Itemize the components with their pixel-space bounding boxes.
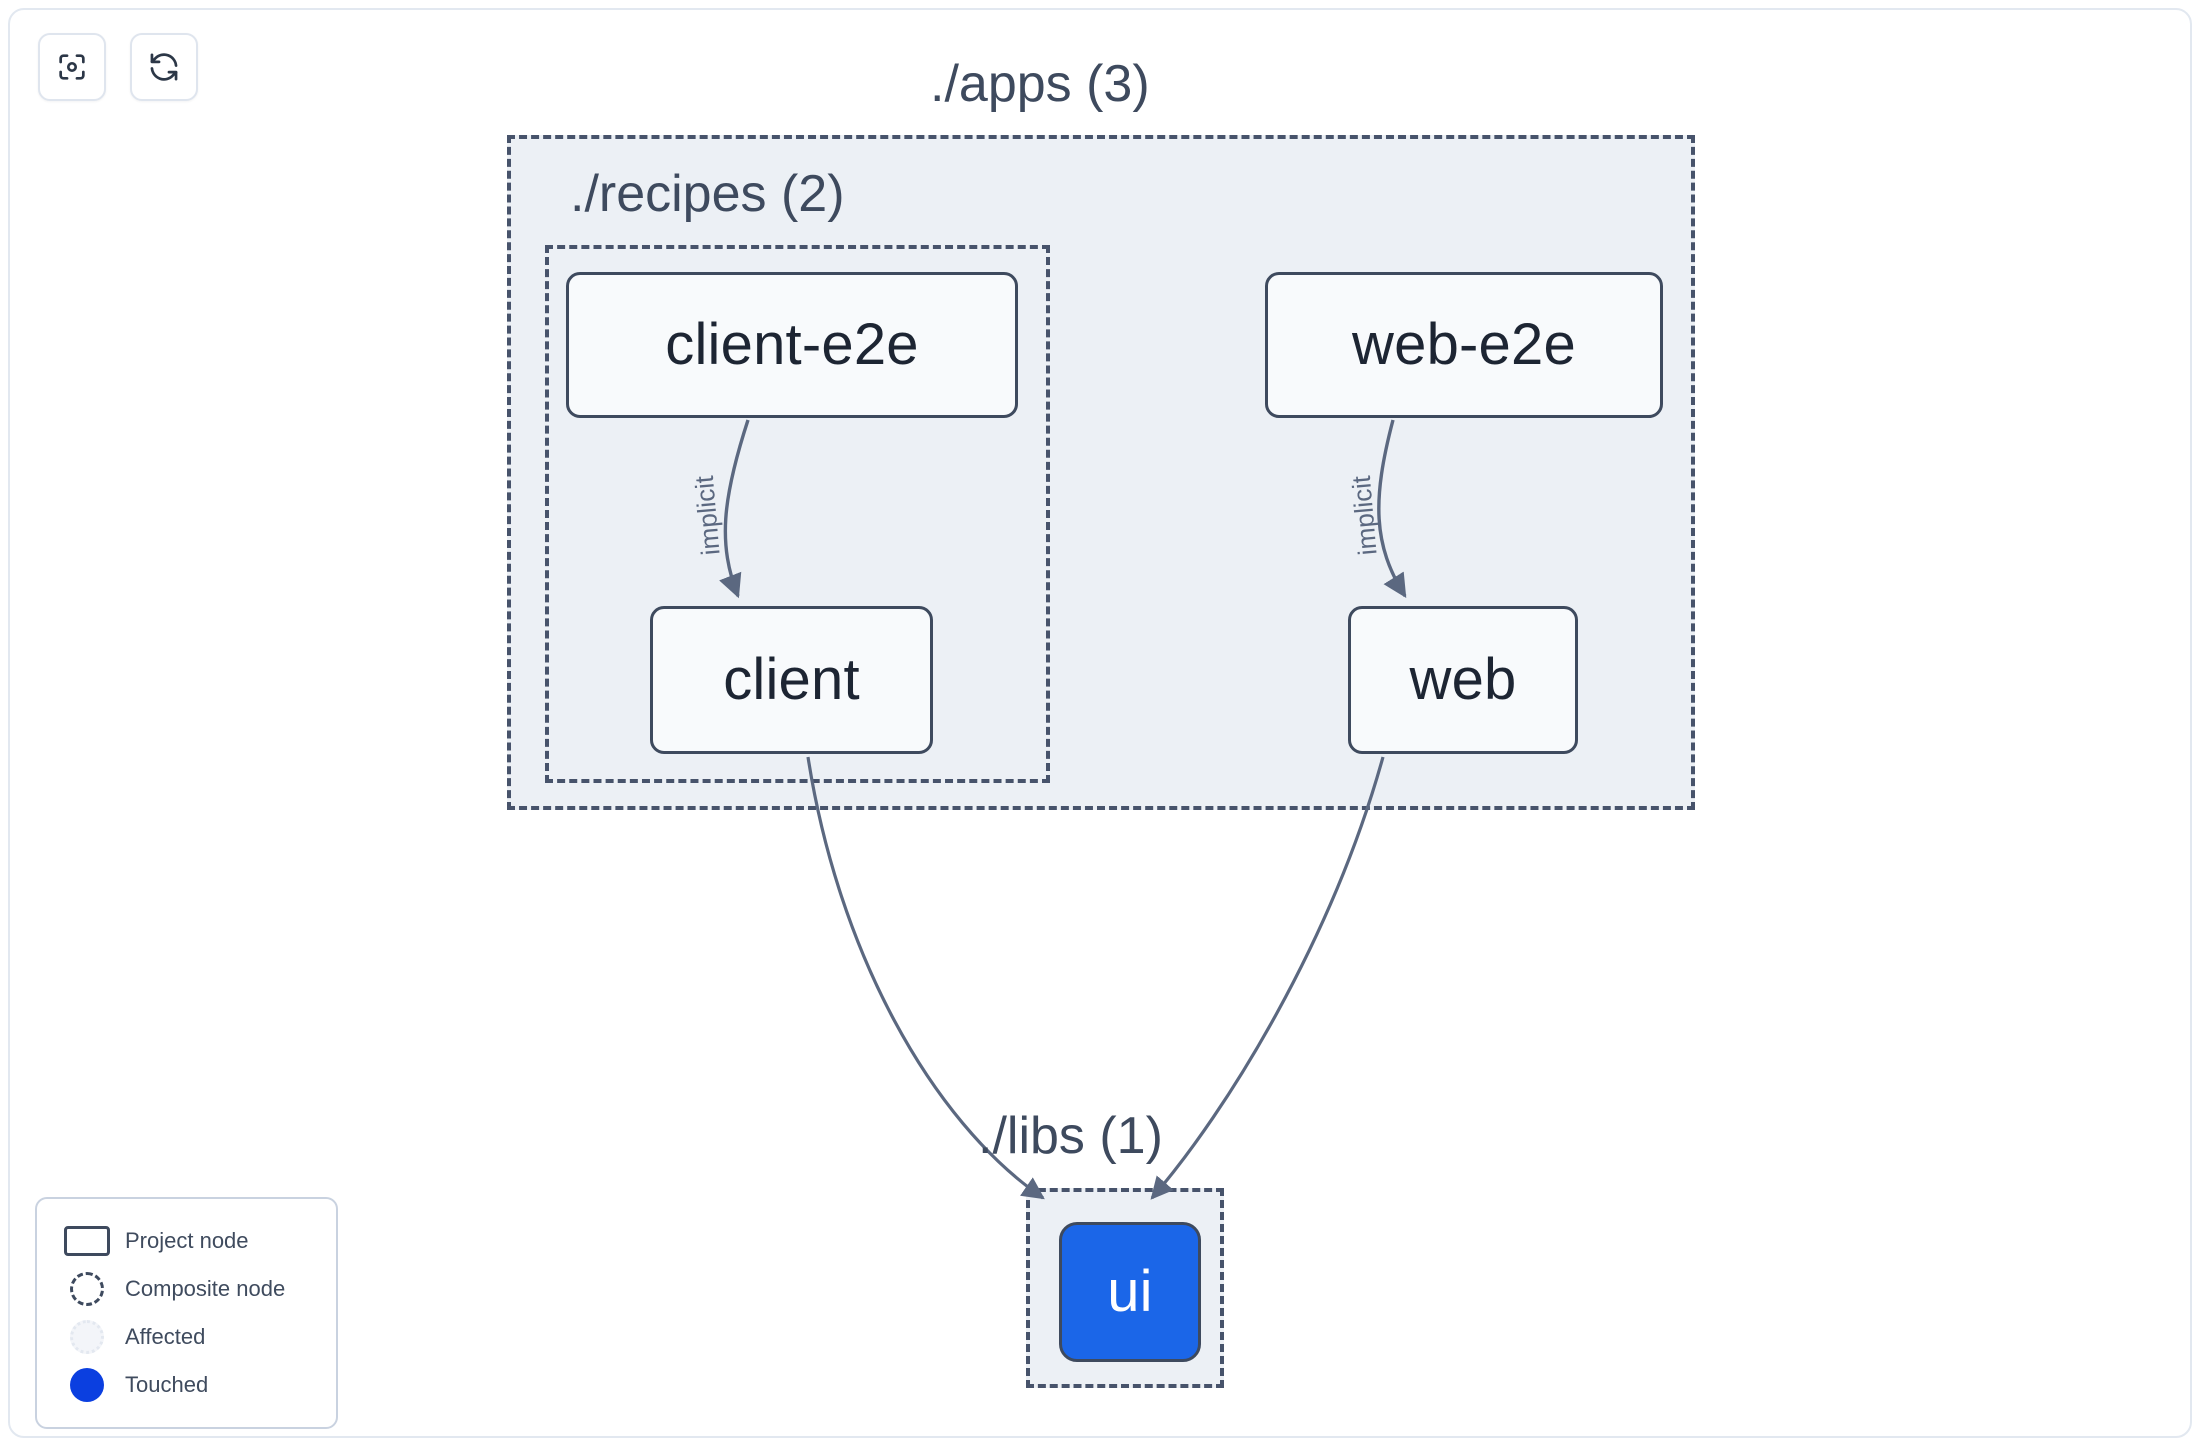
legend-label: Affected: [125, 1324, 206, 1349]
legend-item-composite-node: Composite node: [59, 1265, 314, 1313]
project-node-client-e2e[interactable]: client-e2e: [566, 272, 1018, 418]
legend-item-project-node: Project node: [59, 1217, 314, 1265]
node-label: client: [723, 647, 860, 712]
graph-toolbar: [38, 33, 198, 101]
affected-swatch: [59, 1320, 115, 1354]
legend-label: Composite node: [125, 1276, 286, 1301]
project-node-ui[interactable]: ui: [1059, 1222, 1201, 1362]
composite-node-swatch: [59, 1272, 115, 1306]
node-label: web: [1409, 647, 1517, 712]
group-label-libs: ./libs (1): [978, 1107, 1163, 1165]
project-node-swatch: [59, 1226, 115, 1256]
focus-target-icon: [55, 50, 89, 84]
project-node-web[interactable]: web: [1348, 606, 1578, 754]
touched-swatch: [59, 1368, 115, 1402]
group-label-recipes: ./recipes (2): [570, 165, 845, 223]
group-label-apps: ./apps (3): [930, 55, 1150, 113]
legend-item-affected: Affected: [59, 1313, 314, 1361]
legend-label: Touched: [125, 1372, 209, 1397]
legend-item-touched: Touched: [59, 1361, 314, 1409]
refresh-sync-icon: [147, 50, 181, 84]
node-label: ui: [1107, 1259, 1153, 1324]
node-label: client-e2e: [665, 312, 919, 377]
legend-label: Project node: [125, 1228, 249, 1253]
refresh-graph-button[interactable]: [130, 33, 198, 101]
node-label: web-e2e: [1352, 312, 1576, 377]
project-node-web-e2e[interactable]: web-e2e: [1265, 272, 1663, 418]
graph-legend: Project node Composite node Affected Tou…: [35, 1197, 338, 1429]
focus-graph-button[interactable]: [38, 33, 106, 101]
project-node-client[interactable]: client: [650, 606, 933, 754]
